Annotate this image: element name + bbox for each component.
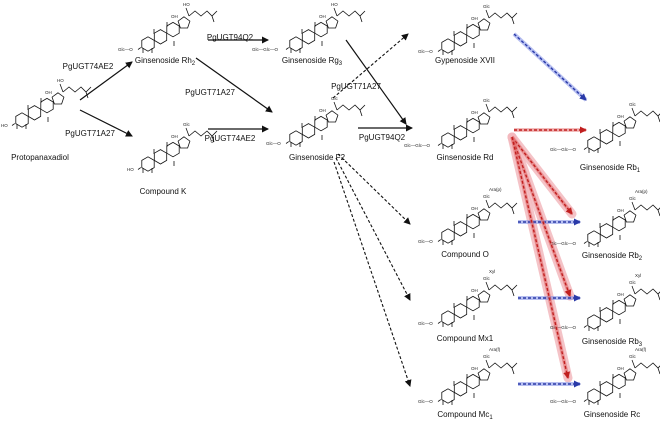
compound-label-compound-mx1: Compound Mx1 bbox=[436, 334, 494, 343]
molecule-rh2: Glc—O OH HO bbox=[118, 2, 218, 53]
molecule-xvii-oh-text: OH bbox=[471, 16, 478, 21]
molecule-ppd-c3-text: HO bbox=[1, 123, 8, 128]
molecule-ck-c20-text: Glc bbox=[183, 122, 191, 127]
arrow-rd-to-rc bbox=[511, 136, 571, 379]
molecule-rb1: Glc—Glc—O OH Glc bbox=[550, 102, 660, 153]
molecule-rb3-c20-text: Glc bbox=[629, 280, 637, 285]
molecule-mc1-oh-text: OH bbox=[471, 366, 478, 371]
compound-label-protopanaxadiol: Protopanaxadiol bbox=[11, 153, 69, 162]
molecule-rd-c3-text: Glc—Glc—O bbox=[404, 143, 431, 148]
molecule-rg3: Glc—Glc—O OH HO bbox=[252, 2, 366, 53]
compound-label-ginsenoside-rg3: Ginsenoside Rg3 bbox=[281, 56, 343, 67]
molecule-rg3-c3-text: Glc—Glc—O bbox=[252, 47, 279, 52]
molecule-co-c20b-text: Ara(p) bbox=[489, 187, 502, 192]
arrow-f2-to-xvii bbox=[332, 33, 409, 99]
enzyme-label-rh2-to-f2: PgUGT71A27 bbox=[185, 88, 235, 97]
molecule-mx1-c20b-text: Xyl bbox=[489, 269, 495, 274]
molecule-ppd: HO OH HO bbox=[1, 78, 92, 129]
molecule-rb1-c20-text: Glc bbox=[629, 102, 637, 107]
enzyme-label-rh2-to-rg3: PgUGT94Q2 bbox=[206, 33, 254, 42]
arrow-rd-to-rb2 bbox=[511, 136, 573, 215]
molecule-rg3-oh-text: OH bbox=[319, 14, 326, 19]
molecule-mc1: Glc—O OH Glc Ara(f) bbox=[418, 347, 518, 405]
molecule-f2-c20-text: Glc bbox=[331, 96, 339, 101]
molecule-xvii-c3-text: Glc—O bbox=[418, 49, 433, 54]
arrow-ppd-to-ck bbox=[79, 109, 133, 137]
molecule-mc1-c20b-text: Ara(f) bbox=[489, 347, 501, 352]
molecule-co-oh-text: OH bbox=[471, 206, 478, 211]
molecule-ck: HO OH Glc bbox=[127, 122, 218, 173]
compound-label-ginsenoside-rc: Ginsenoside Rc bbox=[583, 410, 641, 419]
enzyme-label-f2-to-rd: PgUGT94Q2 bbox=[358, 133, 406, 142]
molecule-ppd-c20-text: HO bbox=[57, 78, 64, 83]
compound-label-ginsenoside-f2: Ginsenoside F2 bbox=[288, 153, 346, 162]
arrow-f2-to-compound-mx1 bbox=[335, 157, 411, 301]
arrow-f2-to-compound-mc1 bbox=[333, 161, 412, 387]
molecule-rb3: Glc—Glc—O OH Glc Xyl bbox=[550, 273, 660, 331]
arrow-ppd-to-rh2 bbox=[79, 61, 133, 101]
molecule-rb2-c3-text: Glc—Glc—O bbox=[550, 241, 577, 246]
molecule-rb2-oh-text: OH bbox=[617, 208, 624, 213]
molecule-f2-oh-text: OH bbox=[319, 108, 326, 113]
compound-label-gypenoside-xvii: Gypenoside XVII bbox=[434, 56, 496, 65]
arrow-f2-to-compound-o bbox=[337, 153, 411, 225]
arrow-rg3-to-rd bbox=[345, 39, 407, 125]
molecule-rh2-oh-text: OH bbox=[171, 14, 178, 19]
molecule-co: Glc—O OH Glc Ara(p) bbox=[418, 187, 518, 245]
molecule-rb2: Glc—Glc—O OH Glc Ara(p) bbox=[550, 189, 660, 247]
molecule-mc1-c3-text: Glc—O bbox=[418, 399, 433, 404]
molecule-ppd-oh-text: OH bbox=[45, 90, 52, 95]
enzyme-label-f2-to-xvii: PgUGT71A27 bbox=[331, 82, 381, 91]
molecule-co-c3-text: Glc—O bbox=[418, 239, 433, 244]
molecule-rc-c20-text: Glc bbox=[629, 354, 637, 359]
molecule-rb3-oh-text: OH bbox=[617, 292, 624, 297]
molecule-rd: Glc—Glc—O OH Glc bbox=[404, 98, 518, 149]
compound-label-compound-mc1: Compound Mc1 bbox=[437, 410, 493, 421]
molecule-rc-c20b-text: Ara(f) bbox=[635, 347, 647, 352]
molecule-mx1-c3-text: Glc—O bbox=[418, 321, 433, 326]
enzyme-label-ppd-to-ck: PgUGT71A27 bbox=[65, 129, 115, 138]
molecule-rb3-c20b-text: Xyl bbox=[635, 273, 641, 278]
compound-label-compound-o: Compound O bbox=[441, 250, 489, 259]
reaction-arrows bbox=[79, 32, 588, 388]
compound-label-ginsenoside-rb2: Ginsenoside Rb2 bbox=[581, 251, 643, 262]
arrow-rh2-to-f2 bbox=[195, 57, 273, 113]
molecule-mc1-c20-text: Glc bbox=[483, 354, 491, 359]
molecule-rd-c20-text: Glc bbox=[483, 98, 491, 103]
molecule-rb3-c3-text: Glc—Glc—O bbox=[550, 325, 577, 330]
enzyme-label-ck-to-f2: PgUGT74AE2 bbox=[204, 134, 256, 143]
compound-label-ginsenoside-rh2: Ginsenoside Rh2 bbox=[134, 56, 196, 67]
molecule-rc-oh-text: OH bbox=[617, 366, 624, 371]
compound-label-ginsenoside-rd: Ginsenoside Rd bbox=[436, 153, 494, 162]
molecule-rd-oh-text: OH bbox=[471, 110, 478, 115]
molecule-rb2-c20b-text: Ara(p) bbox=[635, 189, 648, 194]
molecule-f2-c3-text: Glc—O bbox=[266, 141, 281, 146]
molecule-rc-c3-text: Glc—Glc—O bbox=[550, 399, 577, 404]
enzyme-label-ppd-to-rh2: PgUGT74AE2 bbox=[62, 62, 114, 71]
arrow-rd-to-rb3 bbox=[511, 136, 572, 297]
molecule-mx1-oh-text: OH bbox=[471, 288, 478, 293]
molecule-rh2-c3-text: Glc—O bbox=[118, 47, 133, 52]
molecule-rb2-c20-text: Glc bbox=[629, 196, 637, 201]
compound-label-ginsenoside-rb1: Ginsenoside Rb1 bbox=[579, 163, 641, 174]
arrow-xvii-to-rb1 bbox=[513, 33, 587, 101]
molecule-xvii-c20-text: Glc bbox=[483, 4, 491, 9]
molecule-rg3-c20-text: HO bbox=[331, 2, 338, 7]
molecule-mx1-c20-text: Glc bbox=[483, 276, 491, 281]
arrow-xvii-to-rb1-glow bbox=[512, 32, 588, 102]
compound-label-ginsenoside-rb3: Ginsenoside Rb3 bbox=[581, 337, 643, 348]
compound-label-compound-k: Compound K bbox=[139, 187, 187, 196]
molecule-rb1-oh-text: OH bbox=[617, 114, 624, 119]
molecule-xvii: Glc—O OH Glc bbox=[418, 4, 518, 55]
molecule-rb1-c3-text: Glc—Glc—O bbox=[550, 147, 577, 152]
molecule-ck-oh-text: OH bbox=[171, 134, 178, 139]
molecule-f2: Glc—O OH Glc bbox=[266, 96, 366, 147]
molecule-mx1: Glc—O OH Glc Xyl bbox=[418, 269, 518, 327]
molecule-ck-c3-text: HO bbox=[127, 167, 134, 172]
molecule-rh2-c20-text: HO bbox=[183, 2, 190, 7]
molecule-co-c20-text: Glc bbox=[483, 194, 491, 199]
